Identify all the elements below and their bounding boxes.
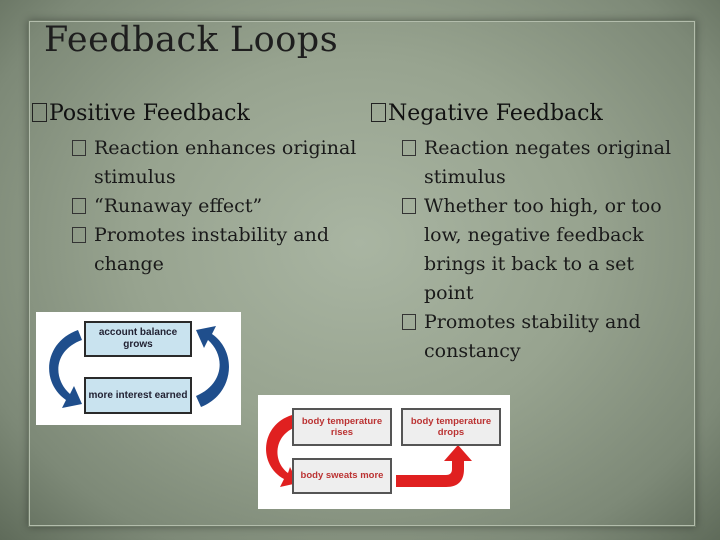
negative-bullet-list: Reaction negates original stimulus Wheth…	[394, 134, 676, 366]
negative-bullet: Promotes stability and constancy	[394, 308, 676, 366]
slide-title: Feedback Loops	[44, 20, 339, 60]
bullet-box-icon	[72, 227, 86, 243]
positive-bullet: Promotes instability and change	[64, 221, 364, 279]
temperature-rises-box: body temperature rises	[292, 408, 392, 446]
red-arrows-icon	[266, 415, 472, 487]
bullet-box-icon	[371, 103, 386, 122]
temperature-drops-box: body temperature drops	[401, 408, 501, 446]
positive-feedback-diagram: account balance grows more interest earn…	[36, 312, 241, 425]
account-balance-box: account balance grows	[84, 321, 192, 357]
positive-bullet: “Runaway effect”	[64, 192, 364, 221]
negative-heading-label: Negative Feedback	[388, 101, 603, 126]
bullet-box-icon	[402, 314, 416, 330]
negative-bullet: Reaction negates original stimulus	[394, 134, 676, 192]
negative-bullet: Whether too high, or too low, negative f…	[394, 192, 676, 308]
negative-feedback-diagram: body temperature rises body temperature …	[258, 395, 510, 509]
positive-heading: Positive Feedback	[32, 101, 250, 126]
positive-bullet-list: Reaction enhances original stimulus “Run…	[64, 134, 364, 279]
blue-loop-arrows-icon	[49, 326, 229, 408]
bullet-box-icon	[72, 198, 86, 214]
positive-bullet: Reaction enhances original stimulus	[64, 134, 364, 192]
body-sweats-box: body sweats more	[292, 458, 392, 494]
negative-heading: Negative Feedback	[371, 101, 603, 126]
bullet-box-icon	[72, 140, 86, 156]
bullet-box-icon	[402, 140, 416, 156]
positive-heading-label: Positive Feedback	[49, 101, 250, 126]
interest-earned-box: more interest earned	[84, 377, 192, 414]
bullet-box-icon	[32, 103, 47, 122]
bullet-box-icon	[402, 198, 416, 214]
slide-frame	[28, 20, 696, 527]
